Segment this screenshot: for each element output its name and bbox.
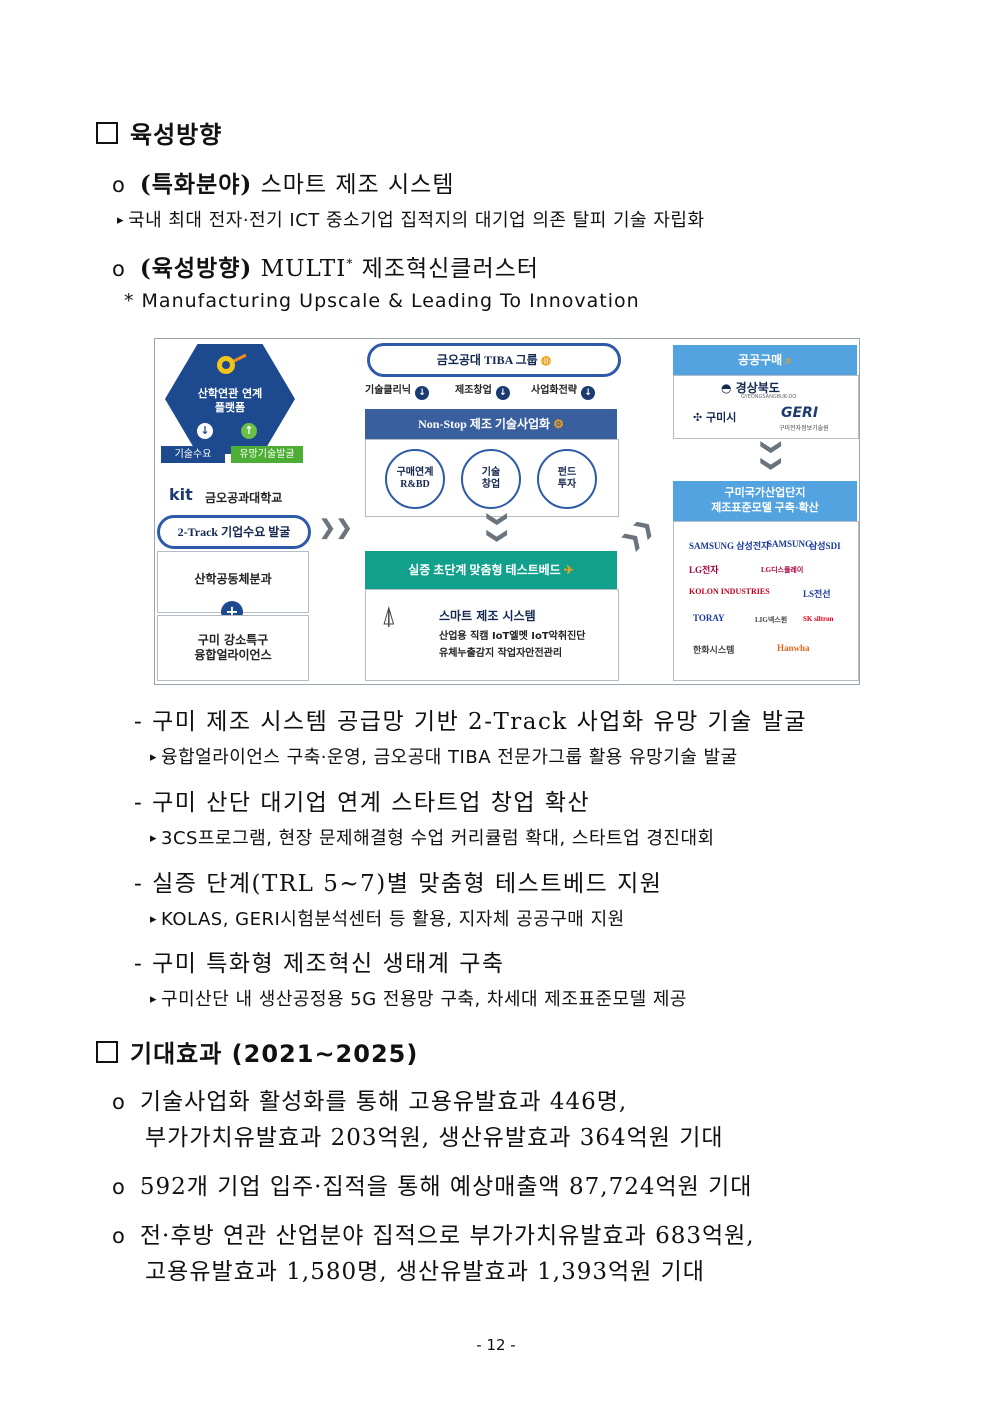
drone-icon: ✈: [563, 563, 574, 577]
cluster-diagram: 산학연관 연계 플랫폼 ↓ ↑ 기술수요 유망기술발굴 kit 금오공과대학교 …: [154, 338, 860, 685]
company-logos-box: [673, 521, 859, 681]
platform-label: 산학연관 연계 플랫폼: [197, 387, 263, 414]
step-1: 기술클리닉↓: [365, 381, 429, 400]
triangle-bullet-icon: ▸: [117, 213, 125, 228]
box-top-label: 산학공동체분과: [194, 572, 272, 586]
robot-arm-icon: ⚙: [553, 417, 564, 431]
effect-1-line-2: 부가가치유발효과 203억원, 생산유발효과 364억원 기대: [145, 1125, 724, 1151]
box-bottom-label: 구미 강소특구 융합얼라이언스: [194, 633, 272, 662]
smart-line-1: 산업용 직캠 IoT엘멧 IoT악취진단: [439, 631, 586, 642]
tiba-pill: 금오공대 TIBA 그룹 ◍: [367, 343, 621, 377]
logo-samsung-elec: SAMSUNG 삼성전자: [689, 541, 770, 551]
section-title-effects: 기대효과 (2021~2025): [96, 1034, 418, 1069]
geri-logo: GERI: [781, 405, 819, 421]
item-4-sub: ▸구미산단 내 생산공정용 5G 전용망 구축, 차세대 제조표준모델 제공: [150, 989, 687, 1010]
up-arrow-icon: ↑: [241, 423, 257, 439]
logo-hanwha-systems: 한화시스템: [693, 645, 735, 655]
gyeongbuk-logo: ◓ 경상북도: [721, 381, 780, 395]
two-track-pill: 2-Track 기업수요 발굴: [157, 515, 311, 549]
item-2: - 구미 산단 대기업 연계 스타트업 창업 확산: [134, 790, 591, 816]
smart-system-box: [365, 589, 619, 681]
bulb-icon: ◍: [540, 353, 552, 367]
logo-sk: SK siltron: [803, 615, 834, 623]
triangle-bullet-icon: ▸: [150, 912, 158, 927]
nonstop-bar: Non-Stop 제조 기술사업화 ⚙: [365, 409, 617, 439]
tag-promising: 유망기술발굴: [231, 446, 303, 463]
logo-lg-display: LG디스플레이: [761, 566, 804, 574]
triangle-bullet-icon: ▸: [150, 992, 158, 1007]
step-3: 사업화전략↓: [531, 381, 595, 400]
gear-icon: [193, 351, 267, 379]
triangle-bullet-icon: ▸: [150, 831, 158, 846]
gyeongbuk-en: GYEONGSANGBUK-DO: [741, 394, 797, 400]
smart-line-2: 유체누출감지 작업자안전관리: [439, 648, 563, 659]
circle-bullet-icon: o: [112, 173, 126, 197]
logo-kolon: KOLON INDUSTRIES: [689, 587, 770, 596]
effect-3-line-2: 고용유발효과 1,580명, 생산유발효과 1,393억원 기대: [145, 1259, 705, 1285]
field-line: o(특화분야) 스마트 제조 시스템: [112, 171, 455, 198]
logo-toray: TORAY: [693, 613, 725, 623]
field-sub: ▸국내 최대 전자·전기 ICT 중소기업 집적지의 대기업 의존 탈피 기술 …: [117, 210, 705, 231]
item-1-sub: ▸융합얼라이언스 구축·운영, 금오공대 TIBA 전문가그룹 활용 유망기술 …: [150, 747, 738, 768]
item-3-sub: ▸KOLAS, GERI시험분석센터 등 활용, 지자체 공공구매 지원: [150, 909, 625, 930]
growth-line: o(육성방향) MULTI* 제조혁신클러스터: [112, 255, 539, 282]
down-arrow-icon: ↓: [415, 386, 429, 400]
kit-logo: kit: [169, 485, 193, 504]
testbed-bar: 실증 초단계 맞춤형 테스트베드 ✈: [365, 551, 617, 589]
item-1: - 구미 제조 시스템 공급망 기반 2-Track 사업화 유망 기술 발굴: [134, 709, 808, 735]
gumi-logo: ✣ 구미시: [693, 411, 737, 424]
antenna-icon: ⍋: [381, 601, 397, 631]
square-bullet-icon: [96, 122, 118, 144]
chevron-right-icon: ❯❯: [319, 517, 353, 539]
complex-bar: 구미국가산업단지 제조표준모델 구축·확산: [673, 481, 857, 521]
chevron-down-icon: ❯❯: [760, 438, 783, 473]
geri-sub: 구미전자정보기술원: [779, 425, 829, 432]
circle-bullet-icon: o: [112, 1224, 126, 1248]
step-2: 제조창업↓: [455, 381, 510, 400]
logo-lg-elec: LG전자: [689, 565, 719, 575]
item-2-sub: ▸3CS프로그램, 현장 문제해결형 수업 커리큘럼 확대, 스타트업 경진대회: [150, 828, 715, 849]
multi-footnote: * Manufacturing Upscale & Leading To Inn…: [124, 290, 640, 312]
box-alliance: [157, 615, 309, 681]
section-title-direction: 육성방향: [96, 115, 222, 150]
down-arrow-icon: ↓: [581, 386, 595, 400]
logo-samsung: SAMSUNG: [767, 539, 813, 549]
kit-name: 금오공과대학교: [205, 491, 283, 505]
item-4: - 구미 특화형 제조혁신 생태계 구축: [134, 951, 505, 977]
down-arrow-icon: ↓: [495, 386, 510, 400]
magnifier-icon: ⌕: [785, 353, 792, 367]
circle-bullet-icon: o: [112, 1175, 126, 1199]
triangle-bullet-icon: ▸: [150, 750, 158, 765]
logo-samsung-sdi: 삼성SDI: [809, 541, 841, 551]
logo-ls: LS전선: [803, 589, 831, 599]
circle-bullet-icon: o: [112, 257, 126, 281]
smart-title: 스마트 제조 시스템: [439, 609, 536, 623]
logo-lig: LIG넥스원: [755, 616, 788, 624]
gov-box: [673, 375, 859, 439]
down-arrow-icon: ↓: [197, 423, 213, 439]
public-buy-bar: 공공구매 ⌕: [673, 345, 857, 375]
chevron-up-right-icon: ❯❯: [618, 514, 658, 554]
circle-bullet-icon: o: [112, 1090, 126, 1114]
item-3: - 실증 단계(TRL 5~7)별 맞춤형 테스트베드 지원: [134, 871, 663, 897]
square-bullet-icon: [96, 1041, 118, 1063]
page-number: - 12 -: [476, 1336, 516, 1354]
chevron-down-icon: ❯❯: [486, 510, 509, 545]
tag-demand: 기술수요: [161, 446, 225, 463]
logo-hanwha: Hanwha: [777, 643, 810, 653]
